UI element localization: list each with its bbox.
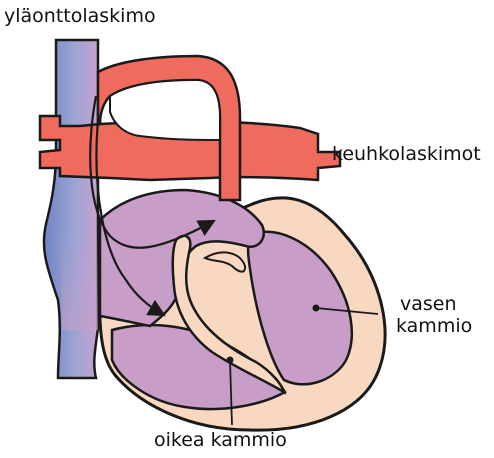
vena-cava-fade <box>60 230 98 330</box>
aortic-arch-inner <box>110 80 220 140</box>
label-left-ventricle-line2: kammio <box>396 315 472 337</box>
leader-dot-left-ventricle <box>313 305 320 312</box>
label-left-ventricle-line1: vasen <box>400 293 457 315</box>
label-right-ventricle: oikea kammio <box>154 429 287 451</box>
leader-dot-right-ventricle <box>227 357 234 364</box>
label-superior-vena-cava: yläonttolaskimo <box>4 5 156 27</box>
label-pulmonary-veins: keuhkolaskimot <box>332 143 481 165</box>
